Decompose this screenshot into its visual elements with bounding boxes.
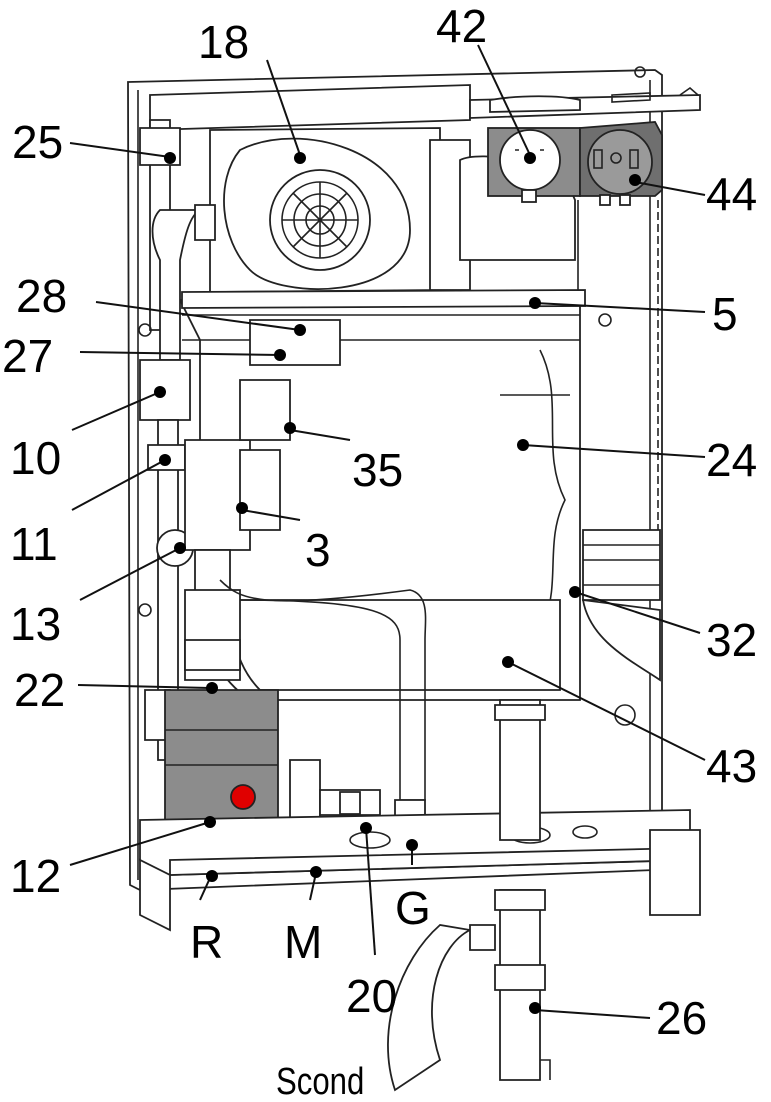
- callout-dots: [154, 152, 641, 1014]
- label-26: 26: [656, 992, 707, 1044]
- misc-fittings: [138, 204, 612, 617]
- connector-42: [487, 127, 581, 203]
- label-44: 44: [706, 168, 757, 220]
- label-M: M: [284, 916, 322, 968]
- label-28: 28: [16, 270, 67, 322]
- connector-44: [579, 121, 663, 206]
- label-12: 12: [10, 850, 61, 902]
- label-R: R: [190, 916, 223, 968]
- label-20: 20: [346, 970, 397, 1022]
- label-11: 11: [10, 518, 58, 570]
- label-G: G: [395, 882, 431, 934]
- label-25: 25: [12, 116, 63, 168]
- label-18: 18: [198, 16, 249, 68]
- label-27: 27: [2, 330, 53, 382]
- callout-labels: 18 42 25 44 28 5 27 10 35 24 11 3 13 32 …: [2, 0, 757, 1102]
- gas-valve-assembly: [184, 319, 427, 841]
- label-42: 42: [436, 0, 487, 52]
- label-13: 13: [10, 598, 61, 650]
- label-43: 43: [706, 740, 757, 792]
- label-35: 35: [352, 444, 403, 496]
- label-10: 10: [10, 432, 61, 484]
- label-24: 24: [706, 434, 757, 486]
- label-3: 3: [305, 524, 331, 576]
- red-indicator-icon: [230, 784, 256, 810]
- label-5: 5: [712, 288, 738, 340]
- label-22: 22: [14, 664, 65, 716]
- label-scond: Scond: [276, 1061, 364, 1102]
- label-32: 32: [706, 614, 757, 666]
- leader-lines: [69, 44, 706, 1019]
- condensate-siphon: [387, 699, 551, 1092]
